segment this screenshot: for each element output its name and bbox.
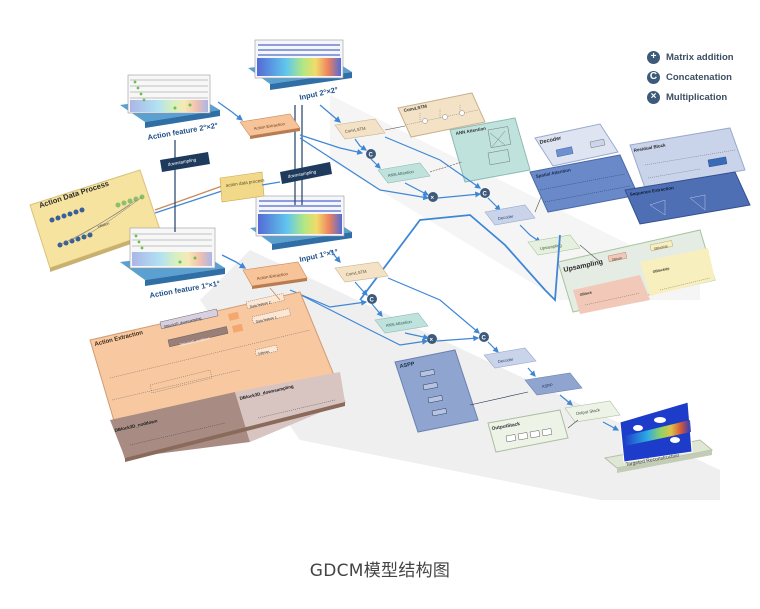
svg-text:Data feature 1: Data feature 1 — [255, 315, 277, 324]
svg-text:ConvLSTM: ConvLSTM — [345, 269, 367, 277]
svg-text:GBlockUp: GBlockUp — [652, 267, 669, 274]
concat-op-upper-2: C — [480, 188, 490, 198]
legend-label: Matrix addition — [666, 51, 734, 63]
convlstm-top-block: ConvLSTM — [334, 118, 386, 140]
input-1-label: Input 1°×1° — [299, 247, 339, 264]
legend-item-multiplication: × Multiplication — [647, 87, 734, 107]
output-stack-panel: OutputStack — [487, 409, 579, 453]
convlstm-bottom-block: ConvLSTM — [334, 261, 389, 283]
svg-text:Action Extraction: Action Extraction — [256, 271, 288, 281]
svg-text:ANN Attention: ANN Attention — [455, 126, 486, 136]
output-stack-block: Output Stack — [564, 400, 621, 423]
svg-text:DBlock3D_noddown: DBlock3D_noddown — [179, 336, 210, 347]
inflation-label: inflation — [97, 221, 110, 229]
svg-text:GBlock: GBlock — [579, 291, 592, 297]
sequence-extraction-panel: Sequence Extraction — [624, 171, 751, 225]
upsampling-panel: Upsampling GBlock GBlockUp GBlock GBlock… — [557, 229, 716, 314]
rnn-attention-bottom-block: ANN Attention — [374, 312, 429, 334]
figure-caption: GDCM模型结构图 — [309, 561, 451, 581]
targeted-reconstruction: Targeted Reconstruction — [603, 401, 714, 473]
residual-block-panel: Residual Block — [629, 127, 746, 189]
svg-text:Softmax: Softmax — [257, 349, 270, 356]
multiply-op-lower: × — [427, 334, 437, 344]
aspp-panel: ASPP — [394, 349, 529, 433]
action-extraction-bottom-block: Action Extraction — [242, 261, 308, 289]
svg-text:ConvLSTM: ConvLSTM — [344, 126, 366, 134]
svg-text:GBlockUp: GBlockUp — [653, 244, 668, 251]
svg-text:Decoder: Decoder — [497, 356, 514, 364]
svg-text:Output Stack: Output Stack — [575, 407, 601, 416]
svg-text:ANN Attention: ANN Attention — [385, 319, 412, 328]
svg-text:C: C — [369, 153, 374, 159]
svg-text:C: C — [482, 336, 487, 342]
svg-text:action data process: action data process — [225, 178, 265, 188]
svg-text:ASPP: ASPP — [541, 382, 553, 389]
svg-text:OutputStack: OutputStack — [491, 421, 520, 432]
action-feature-1-cube: Action feature 1°×1° — [120, 227, 225, 300]
svg-text:ANN Attention: ANN Attention — [387, 169, 414, 178]
svg-text:ConvLSTM: ConvLSTM — [403, 104, 427, 113]
plus-circle-icon: + — [647, 50, 660, 64]
downsampling-left-tag: downsampling — [160, 152, 210, 172]
svg-text:downsampling: downsampling — [167, 157, 197, 167]
concat-op-upper-1: C — [366, 149, 376, 159]
svg-text:downsampling: downsampling — [287, 169, 317, 179]
rnn-attention-top-block: ANN Attention — [377, 162, 431, 184]
c-circle-icon: C — [647, 70, 660, 84]
svg-text:Upsampling: Upsampling — [539, 242, 562, 251]
convlstm-panel: ConvLSTM — [397, 92, 486, 138]
svg-text:ASPP: ASPP — [399, 361, 415, 370]
aspp-block: ASPP — [524, 372, 583, 396]
decoder-panel: Decoder — [534, 123, 619, 167]
svg-text:Decoder: Decoder — [539, 135, 563, 146]
multiply-op-upper: × — [428, 192, 438, 202]
legend-item-concatenation: C Concatenation — [647, 67, 734, 87]
concat-op-lower-2: C — [479, 332, 489, 342]
concat-op-lower-1: C — [367, 294, 377, 304]
svg-text:Action Extraction: Action Extraction — [253, 121, 285, 131]
svg-text:×: × — [430, 338, 434, 344]
action-extraction-top-block: Action Extraction — [239, 113, 301, 139]
svg-text:×: × — [431, 196, 435, 202]
upsampling-block: Upsampling — [527, 234, 581, 256]
input-1-cube: Input 1°×1° — [250, 195, 352, 264]
decoder-top-block: Decoder — [484, 204, 536, 226]
downsampling-right-tag: downsampling — [280, 162, 332, 184]
action-extraction-panel: Action Extraction DBlock3D_downsampling … — [89, 291, 346, 462]
svg-text:Spatial Attention: Spatial Attention — [535, 167, 571, 179]
svg-text:Residual Block: Residual Block — [633, 142, 666, 153]
action-data-process-tag: action data process — [219, 171, 266, 203]
legend-label: Multiplication — [666, 91, 728, 103]
svg-text:Decoder: Decoder — [497, 213, 514, 221]
svg-text:Sequence Extraction: Sequence Extraction — [629, 185, 674, 197]
decoder-bottom-block: Decoder — [483, 347, 537, 369]
svg-text:GBlock: GBlock — [611, 256, 622, 262]
svg-text:C: C — [370, 298, 375, 304]
svg-text:Data feature 2: Data feature 2 — [249, 300, 271, 309]
legend-label: Concatenation — [666, 71, 732, 83]
action-feature-2-cube: Action feature 2°×2° — [120, 74, 220, 142]
legend: + Matrix addition C Concatenation × Mult… — [647, 47, 734, 107]
x-circle-icon: × — [647, 90, 660, 104]
svg-text:C: C — [483, 192, 488, 198]
spatial-attention-panel: Spatial Attention — [529, 154, 639, 213]
rnn-attention-panel: ANN Attention — [449, 117, 531, 183]
input-2-cube: Input 2°×2° — [248, 39, 352, 102]
legend-item-matrix-addition: + Matrix addition — [647, 47, 734, 67]
